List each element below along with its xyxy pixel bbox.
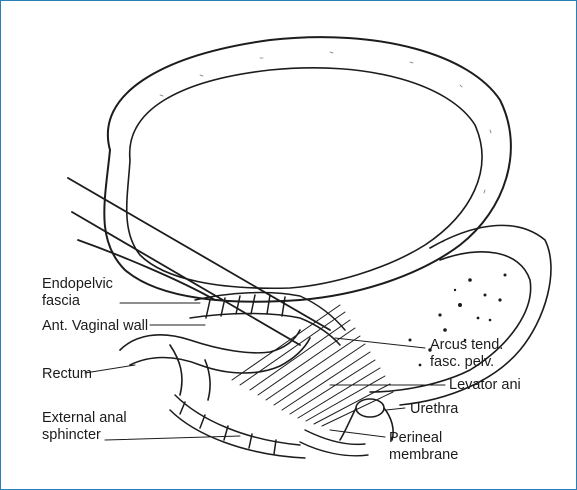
label-arcus-tendineus-line2: fasc. pelv. (430, 354, 503, 371)
pelvic-rim (104, 37, 511, 302)
label-ant-vaginal-wall: Ant. Vaginal wall (42, 318, 148, 335)
label-perineal-membrane-line2: membrane (389, 447, 458, 464)
label-endopelvic-fascia-line1: Endopelvic (42, 276, 113, 293)
label-external-anal-sphincter-line1: External anal (42, 410, 127, 427)
label-endopelvic-fascia-line2: fascia (42, 293, 113, 310)
label-endopelvic-fascia: Endopelvic fascia (42, 276, 113, 310)
leader-urethra (386, 408, 405, 410)
anal-sphincter (170, 395, 305, 458)
leader-arcus-tendineus (335, 338, 425, 348)
label-arcus-tendineus-line1: Arcus tend. (430, 337, 503, 354)
label-arcus-tendineus: Arcus tend. fasc. pelv. (430, 337, 503, 371)
label-levator-ani: Levator ani (449, 377, 521, 394)
leader-rectum (85, 365, 135, 373)
label-perineal-membrane: Perineal membrane (389, 430, 458, 464)
leader-perineal-membrane (330, 430, 385, 437)
label-external-anal-sphincter: External anal sphincter (42, 410, 127, 444)
label-rectum: Rectum (42, 366, 92, 383)
label-urethra: Urethra (410, 401, 458, 418)
label-perineal-membrane-line1: Perineal (389, 430, 458, 447)
label-external-anal-sphincter-line2: sphincter (42, 427, 127, 444)
